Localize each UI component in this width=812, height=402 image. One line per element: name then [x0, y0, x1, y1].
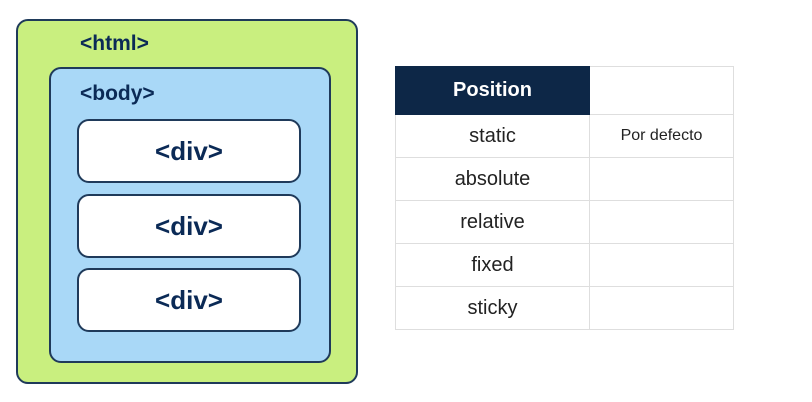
table-header-row: Position: [395, 66, 734, 115]
table-row: fixed: [395, 243, 734, 287]
position-value-cell: static: [395, 114, 590, 158]
position-note-cell: [589, 286, 734, 330]
table-row: sticky: [395, 286, 734, 330]
table-row: static Por defecto: [395, 114, 734, 158]
html-tag-label: <html>: [80, 32, 149, 55]
div-box-1: <div>: [77, 119, 301, 183]
position-note-cell: [589, 157, 734, 201]
div-box-3: <div>: [77, 268, 301, 332]
html-element-box: <html> <body> <div> <div> <div>: [16, 19, 358, 384]
position-value-cell: absolute: [395, 157, 590, 201]
body-tag-label: <body>: [80, 82, 155, 105]
position-note-cell: Por defecto: [589, 114, 734, 158]
position-value-cell: sticky: [395, 286, 590, 330]
position-note-cell: [589, 200, 734, 244]
position-value-cell: fixed: [395, 243, 590, 287]
header-cell-position: Position: [395, 66, 590, 115]
div-box-2: <div>: [77, 194, 301, 258]
header-cell-empty: [589, 66, 734, 115]
position-value-cell: relative: [395, 200, 590, 244]
table-row: relative: [395, 200, 734, 244]
body-element-box: <body> <div> <div> <div>: [49, 67, 331, 363]
table-row: absolute: [395, 157, 734, 201]
position-table: Position static Por defecto absolute rel…: [395, 66, 734, 330]
position-note-cell: [589, 243, 734, 287]
